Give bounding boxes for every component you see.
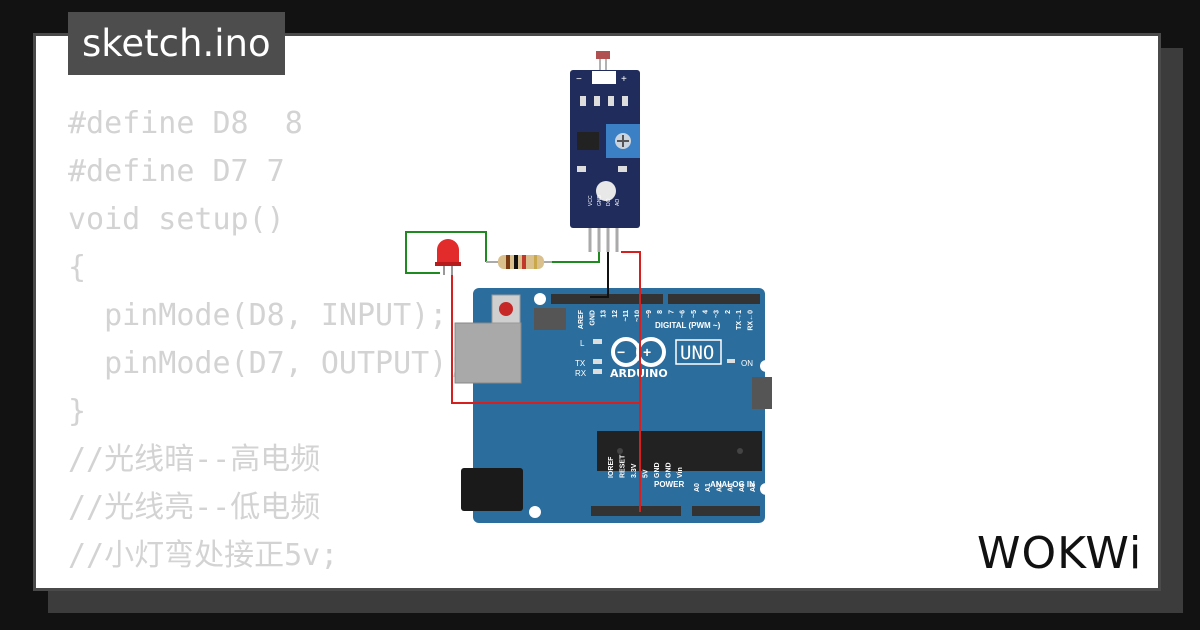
tx-led (593, 359, 602, 364)
wire-led-cathode[interactable] (405, 231, 487, 274)
svg-text:+: + (643, 344, 651, 360)
pin-label: A2 (716, 483, 723, 492)
wokwi-wordmark: WOKWi (977, 528, 1142, 579)
wire-led-anode[interactable] (451, 272, 640, 404)
pin-label: ~10 (635, 310, 642, 322)
pin-label: A3 (728, 483, 735, 492)
resistor[interactable] (486, 255, 552, 269)
photoresistor (596, 51, 610, 59)
pin-label: ~11 (623, 310, 630, 322)
pin-label: 2 (725, 310, 732, 314)
code-line: #define D8 8 (68, 106, 303, 141)
wire-vcc[interactable] (621, 251, 641, 512)
pin-label: RESET (620, 454, 627, 478)
on-label: ON (741, 359, 753, 368)
wire-gnd[interactable] (590, 252, 609, 298)
comparator-chip (577, 132, 599, 150)
board-model: UNO (680, 342, 714, 364)
code-line: pinMode(D8, INPUT); (68, 298, 448, 333)
code-line: { (68, 250, 87, 285)
power-jack (461, 468, 523, 511)
pin-label: RX←0 (748, 310, 755, 331)
code-line: #define D7 7 (68, 154, 285, 189)
status-led (596, 181, 616, 201)
sensor-pin-label: VCC (588, 195, 594, 206)
analog-pin-labels: A0 A1 A2 A3 A4 A5 (694, 483, 757, 492)
pin-label: ~9 (646, 310, 653, 318)
analog-label: ANALOG IN (710, 480, 755, 489)
digital-header-left (551, 294, 663, 304)
icsp-header (534, 308, 772, 409)
pin-label: A1 (705, 483, 712, 492)
code-line: //光线暗--高电频 (68, 442, 321, 477)
pin-label: ~3 (714, 310, 721, 318)
board-brand: ARDUINO (610, 367, 668, 380)
power-pin-labels: IOREF RESET 3.3V 5V GND GND Vin (608, 454, 684, 478)
l-led (593, 339, 602, 344)
code-line: } (68, 394, 87, 429)
code-line: //光线亮--低电频 (68, 490, 321, 525)
power-label: POWER (654, 480, 684, 489)
wokwi-logo[interactable]: WOKWi (975, 520, 1155, 580)
rx-led (593, 369, 602, 374)
tx-label: TX (575, 359, 586, 368)
pin-label: 8 (657, 310, 664, 314)
pin-label: 7 (668, 310, 675, 314)
minus-sign: − (576, 74, 582, 85)
sensor-pin-label: AO (615, 199, 621, 206)
pin-label: A5 (750, 483, 757, 492)
red-led[interactable] (435, 239, 461, 275)
pin-label: 12 (612, 310, 619, 318)
code-line: pinMode(D7, OUTPUT); (68, 346, 466, 381)
svg-text:−: − (617, 344, 625, 360)
sensor-pin-label: GND (597, 195, 603, 207)
on-led (727, 359, 735, 363)
pin-label: GND (666, 462, 673, 478)
pin-label: 5V (643, 469, 650, 478)
sensor-pin-label: DO (606, 198, 612, 206)
code-preview: #define D8 8 #define D7 7 void setup() { pi… (68, 100, 465, 580)
pin-label: 13 (601, 310, 608, 318)
plus-sign: + (621, 74, 627, 85)
file-tab[interactable]: sketch.ino (68, 12, 285, 75)
code-line: void setup() (68, 202, 285, 237)
wire-do[interactable] (552, 252, 600, 263)
analog-header (692, 506, 760, 516)
pin-label: TX→1 (736, 310, 743, 330)
digital-header-right (668, 294, 760, 304)
pin-label: ~5 (691, 310, 698, 318)
pin-label: 4 (702, 310, 709, 314)
pin-label: IOREF (608, 456, 615, 478)
pin-label: Vin (677, 467, 684, 478)
pin-label: A4 (739, 483, 746, 492)
code-line: //小灯弯处接正5v; (68, 538, 339, 573)
pin-label: AREF (578, 309, 585, 329)
pin-label: 3.3V (631, 463, 638, 478)
rx-label: RX (575, 369, 587, 378)
pin-label: A0 (694, 483, 701, 492)
digital-label: DIGITAL (PWM ~) (655, 321, 721, 330)
atmega-chip (597, 431, 762, 471)
pin-label: ~6 (680, 310, 687, 318)
pin-label: GND (654, 462, 661, 478)
pin-label: GND (589, 310, 596, 326)
power-header (591, 506, 681, 516)
l-label: L (580, 339, 585, 348)
usb-port (454, 322, 522, 384)
